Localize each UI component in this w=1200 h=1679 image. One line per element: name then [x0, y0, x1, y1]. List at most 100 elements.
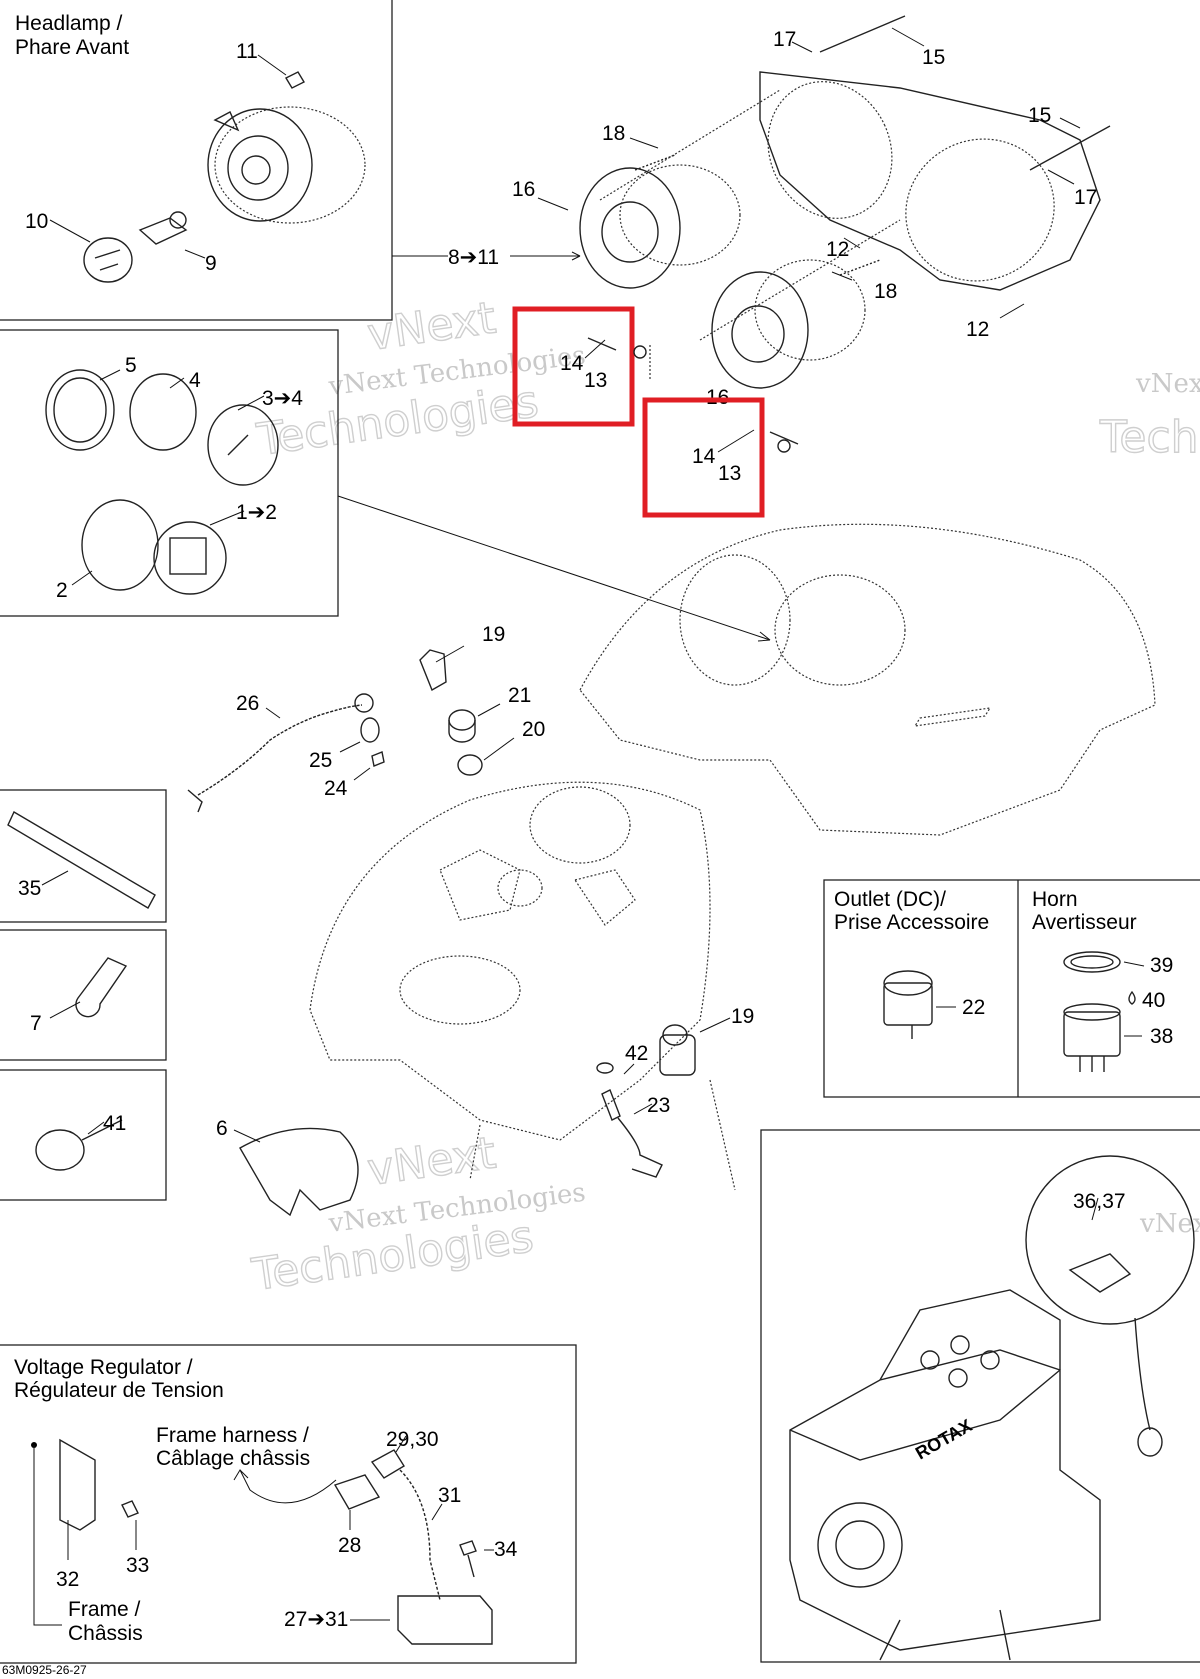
part-label-32: 32	[56, 1568, 79, 1591]
part-label-13: 13	[584, 369, 607, 392]
leader-line	[237, 395, 265, 411]
grommet-20	[457, 754, 483, 776]
arrow-head	[757, 631, 771, 642]
frame-harness-title-fr: Câblage châssis	[156, 1447, 310, 1470]
gauge-frame	[0, 329, 339, 617]
harness-arrow	[233, 1468, 337, 1504]
engine-brand: ROTAX	[912, 1415, 975, 1463]
part-box-35: 35	[0, 789, 167, 923]
headlamp-title: Headlamp /	[15, 12, 123, 35]
watermark-brand: vNext	[364, 292, 498, 360]
clip-24	[371, 751, 385, 767]
detail-circle	[1025, 1155, 1195, 1325]
voltage-regulator-section: Voltage Regulator / Régulateur de Tensio…	[0, 1344, 577, 1664]
part-label-18: 18	[602, 122, 625, 145]
dc-outlet: 22	[883, 970, 985, 1039]
frame-harness-title: Frame harness /	[156, 1424, 309, 1447]
part-label-11: 11	[236, 40, 258, 63]
part-label-40: 40	[1142, 989, 1165, 1012]
part-label-19: 19	[731, 1005, 754, 1028]
watermark-text: vNext Technologies	[1139, 1209, 1200, 1239]
gauge-lens	[129, 373, 197, 451]
bulb	[138, 211, 188, 245]
watermark-brand: vNext	[364, 1127, 498, 1195]
part-label-8-11: 8➔11	[448, 246, 499, 269]
watermarks: vNext Technologies Technologies vNext vN…	[248, 292, 1200, 1302]
leader-line	[477, 703, 501, 717]
part-label-33: 33	[126, 1554, 149, 1577]
terminal	[370, 1449, 405, 1479]
regulator-title: Voltage Regulator /	[14, 1356, 193, 1379]
bulb-socket	[83, 237, 133, 283]
part-label-24: 24	[324, 777, 348, 800]
regulator-title-fr: Régulateur de Tension	[14, 1379, 224, 1402]
connector	[333, 1474, 381, 1510]
part-label-36-37: 36,37	[1073, 1190, 1126, 1213]
part-box-41: 41	[0, 1069, 167, 1201]
bolt	[769, 431, 799, 445]
part-label-12: 12	[966, 318, 989, 341]
part-label-19: 19	[482, 623, 505, 646]
part-label-15: 15	[1028, 104, 1051, 127]
part-box-7: 7	[0, 929, 167, 1061]
headlamp-assembly	[579, 15, 1111, 389]
switch-19: 19	[659, 1005, 754, 1076]
indicator-light	[153, 521, 227, 595]
headlamp-frame	[0, 0, 393, 321]
leader-line	[71, 570, 93, 586]
regulator-bracket	[59, 1438, 96, 1531]
gauge-dial	[207, 404, 279, 486]
part-label-18: 18	[874, 280, 897, 303]
engine: ROTAX	[789, 1289, 1101, 1661]
voltage-regulator	[397, 1595, 493, 1645]
part-label-2: 2	[56, 579, 68, 602]
watermark-text: vNext Technologies	[1135, 369, 1200, 399]
leader-line	[1047, 169, 1075, 185]
grommet-21	[448, 709, 476, 743]
dash-panel	[309, 781, 736, 1191]
headlamp-title-fr: Phare Avant	[15, 36, 129, 59]
leader-line	[831, 271, 853, 281]
part-label-39: 39	[1150, 954, 1173, 977]
leader-line	[49, 219, 91, 243]
nut	[777, 439, 791, 453]
part-label-3-4: 3➔4	[262, 387, 303, 410]
part-label-21: 21	[508, 684, 531, 707]
leader-line	[169, 377, 185, 389]
nut	[633, 345, 647, 359]
leader-arrow	[510, 251, 581, 261]
part-label-26: 26	[236, 692, 259, 715]
part-label-17: 17	[773, 28, 796, 51]
part-label-14: 14	[560, 352, 584, 375]
gauge-section: 5 4 3➔4 1➔2 2	[0, 329, 339, 617]
leader-line	[584, 339, 606, 359]
watermark-large: Technologies	[1099, 412, 1200, 463]
console-fairing	[579, 523, 1156, 836]
wire	[399, 1469, 441, 1601]
engine-section: 36,37 ROTAX	[760, 1129, 1200, 1663]
part-label-9: 9	[205, 252, 217, 275]
leader-line	[891, 27, 925, 47]
tether-cord	[187, 693, 374, 813]
part-label-13: 13	[718, 462, 741, 485]
leader-line	[999, 303, 1025, 319]
leader-line	[265, 707, 281, 719]
horn-title-fr: Avertisseur	[1032, 911, 1137, 934]
figure-code: 63M0925-26-27	[2, 1663, 87, 1677]
leader-line	[537, 197, 569, 211]
frame-title-fr: Châssis	[68, 1622, 143, 1645]
highlight-box	[512, 306, 635, 427]
part-label-34: 34	[494, 1538, 518, 1561]
leader-line	[629, 137, 659, 149]
part-label-20: 20	[522, 718, 545, 741]
screw-34	[459, 1540, 477, 1578]
plug-25	[360, 717, 380, 743]
horn-ring: 39	[1063, 951, 1173, 977]
horn-body: 40 38	[1063, 989, 1173, 1072]
ignition-key	[419, 649, 447, 692]
part-label-22: 22	[962, 996, 985, 1019]
outlet-title: Outlet (DC)/	[834, 888, 946, 911]
leader-line	[353, 767, 371, 781]
leader-line	[843, 237, 861, 249]
